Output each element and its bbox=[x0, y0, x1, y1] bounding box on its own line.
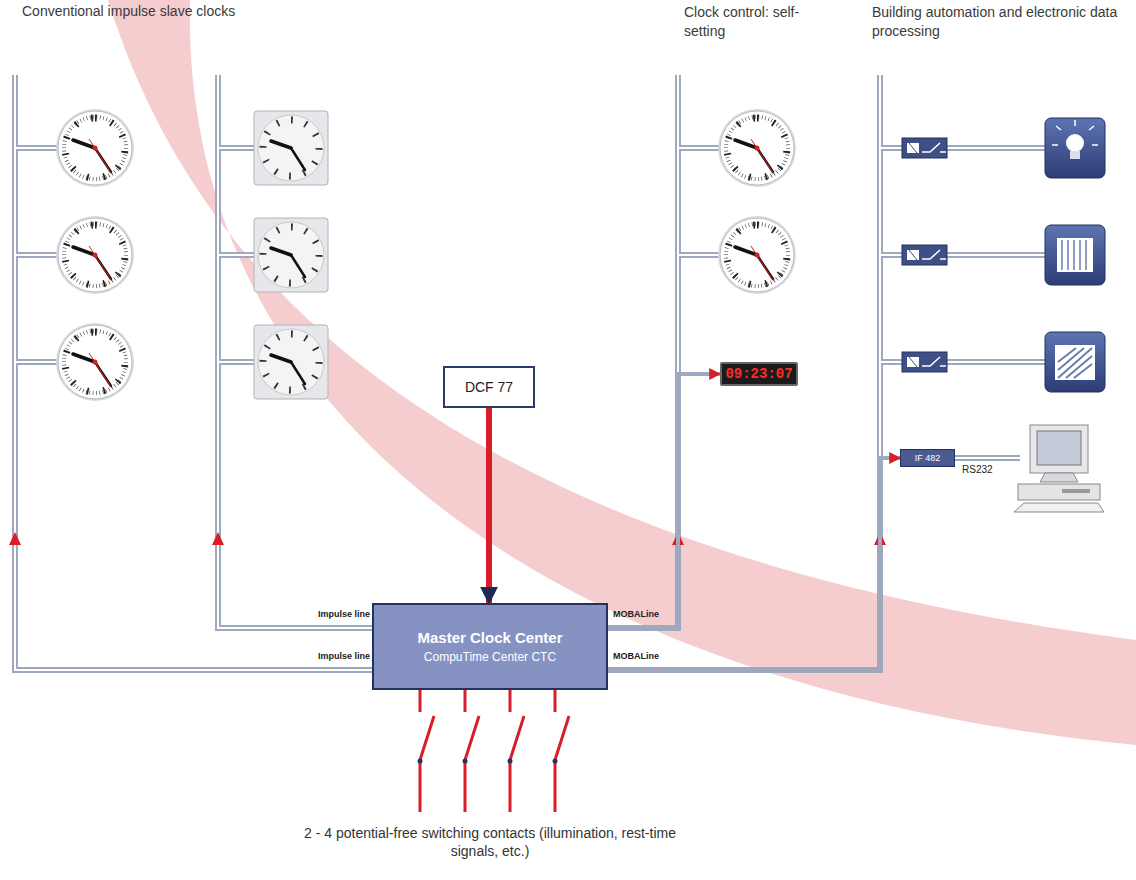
column-heading: Conventional impulse slave clocks bbox=[22, 3, 322, 19]
node-text: DCF 77 bbox=[465, 379, 513, 395]
line-label: MOBALine bbox=[613, 651, 673, 661]
node-text: Master Clock Center bbox=[417, 629, 562, 646]
line-label: Impulse line bbox=[318, 609, 378, 619]
interface-box: IF 482 bbox=[900, 449, 955, 467]
caption-note: 2 - 4 potential-free switching contacts … bbox=[300, 824, 680, 860]
line-label: Impulse line bbox=[318, 651, 378, 661]
connector bbox=[608, 458, 900, 670]
node-text: CompuTime Center CTC bbox=[424, 650, 556, 664]
line-label: MOBALine bbox=[613, 609, 673, 619]
master-clock-box: Master Clock CenterCompuTime Center CTC bbox=[372, 603, 608, 690]
column-heading: Building automation and electronic data … bbox=[872, 3, 1122, 41]
node-text: IF 482 bbox=[915, 453, 941, 463]
receiver-box: DCF 77 bbox=[443, 366, 535, 408]
connector bbox=[486, 408, 492, 603]
column-heading: Clock control: self-setting bbox=[684, 3, 804, 41]
digital-display: 09:23:07 bbox=[720, 362, 798, 386]
port-label: RS232 bbox=[962, 464, 1012, 475]
node-text: 09:23:07 bbox=[725, 366, 792, 382]
connector bbox=[608, 374, 720, 628]
